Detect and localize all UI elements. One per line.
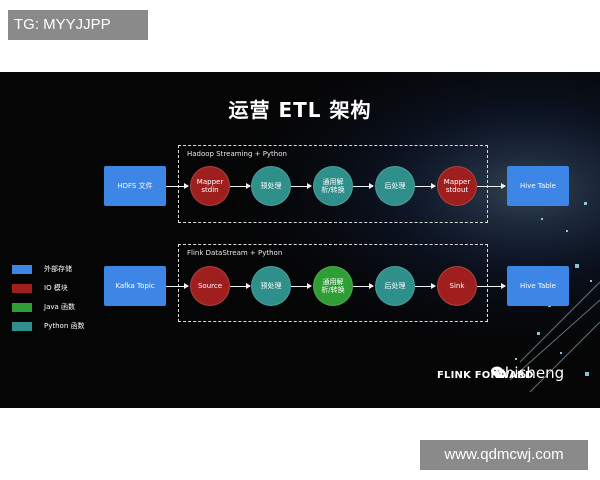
top-watermark: TG: MYYJJPP (8, 10, 148, 40)
bottom-parse-transform-node: 通用解 析/转换 (313, 266, 353, 306)
wechat-account-name: zhisheng (497, 364, 565, 382)
source-operator-node: Source (190, 266, 230, 306)
top-hive-table-target: Hive Table (507, 166, 569, 206)
arrow-bottom-1 (166, 283, 189, 289)
java-function-swatch (12, 303, 32, 312)
flink-pipeline-container: Flink DataStream + Python (178, 244, 488, 322)
external-storage-swatch (12, 265, 32, 274)
arrow-bottom-6 (477, 283, 506, 289)
legend-io-module-label: IO 模块 (44, 284, 68, 292)
arrow-top-5 (415, 183, 436, 189)
wechat-icon (491, 366, 506, 378)
arrow-bottom-4 (353, 283, 374, 289)
bottom-postprocess-node: 后处理 (375, 266, 415, 306)
python-function-swatch (12, 322, 32, 331)
arrow-bottom-3 (291, 283, 312, 289)
arrow-bottom-5 (415, 283, 436, 289)
hadoop-pipeline-label: Hadoop Streaming + Python (187, 150, 287, 158)
mapper-stdin-node: Mapper stdin (190, 166, 230, 206)
legend-external-storage: 外部存储 (12, 264, 122, 276)
kafka-topic-source: Kafka Topic (104, 266, 166, 306)
arrow-top-4 (353, 183, 374, 189)
top-preprocess-node: 预处理 (251, 166, 291, 206)
arrow-top-3 (291, 183, 312, 189)
bottom-preprocess-node: 预处理 (251, 266, 291, 306)
hadoop-pipeline-container: Hadoop Streaming + Python (178, 145, 488, 223)
mapper-stdout-node: Mapper stdout (437, 166, 477, 206)
arrow-bottom-2 (230, 283, 251, 289)
io-module-swatch (12, 284, 32, 293)
top-parse-transform-node: 通用解 析/转换 (313, 166, 353, 206)
legend-external-storage-label: 外部存储 (44, 265, 72, 273)
bottom-hive-table-target: Hive Table (507, 266, 569, 306)
arrow-top-6 (477, 183, 506, 189)
top-postprocess-node: 后处理 (375, 166, 415, 206)
arrow-top-2 (230, 183, 251, 189)
legend-java-function: Java 函数 (12, 302, 122, 314)
legend-python-function-label: Python 函数 (44, 322, 85, 330)
flink-forward-brand: FLINK FORWARD (437, 370, 534, 381)
sink-node: Sink (437, 266, 477, 306)
legend-python-function: Python 函数 (12, 321, 122, 333)
legend-io-module: IO 模块 (12, 283, 122, 295)
flink-pipeline-label: Flink DataStream + Python (187, 249, 283, 257)
arrow-top-1 (166, 183, 189, 189)
slide: 运营 ETL 架构 Hadoop Streaming + Python Flin… (0, 72, 600, 408)
slide-title: 运营 ETL 架构 (228, 98, 372, 122)
hdfs-file-source: HDFS 文件 (104, 166, 166, 206)
legend-java-function-label: Java 函数 (44, 303, 76, 311)
bottom-watermark: www.qdmcwj.com (420, 440, 588, 470)
legend: 外部存储 IO 模块 Java 函数 Python 函数 (12, 264, 122, 336)
